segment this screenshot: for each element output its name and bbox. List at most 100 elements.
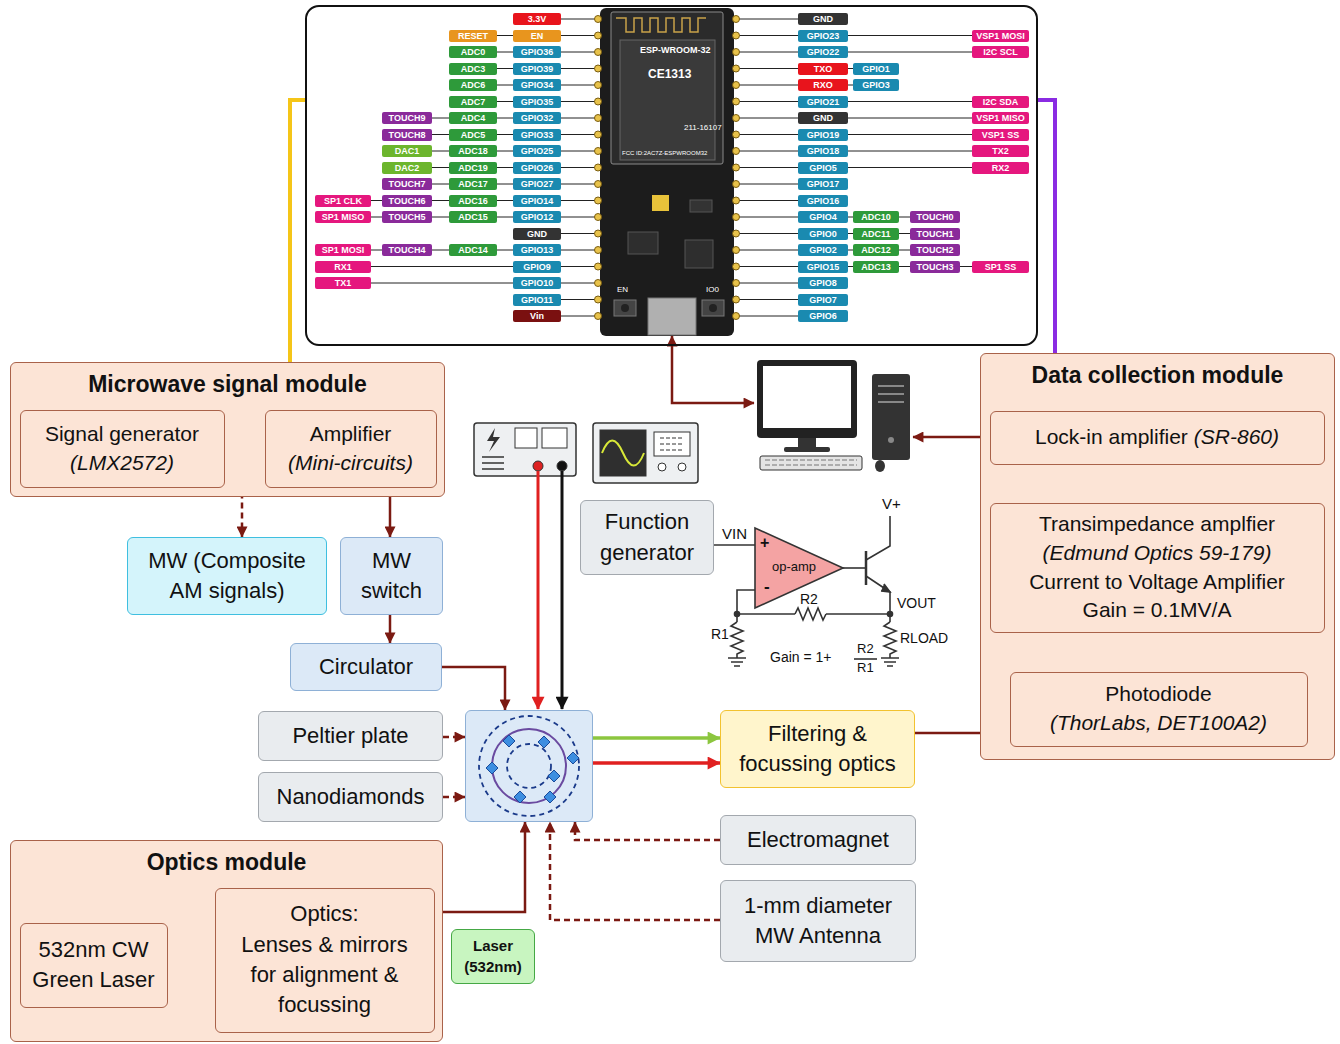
component-box: Peltier plate — [258, 711, 443, 761]
process-box: Amplifier(Mini-circuits) — [265, 410, 437, 488]
header-pin — [733, 197, 740, 204]
pin-label: GPIO36 — [513, 46, 561, 58]
computer-icon — [757, 360, 910, 472]
header-pin — [595, 115, 602, 122]
process-box: Circulator — [290, 643, 442, 691]
pin-label: GPIO34 — [513, 79, 561, 91]
computer-icon — [875, 460, 885, 472]
header-pin — [595, 164, 602, 171]
header-pin — [595, 98, 602, 105]
header-pin — [595, 230, 602, 237]
button-label: IO0 — [706, 286, 719, 295]
computer-icon — [760, 456, 862, 470]
op-amp-circuit — [881, 584, 890, 592]
pin-label: GPIO14 — [513, 195, 561, 207]
computer-icon — [765, 460, 857, 465]
header-pin — [595, 263, 602, 270]
header-pin — [595, 65, 602, 72]
pin-label: GND — [513, 228, 561, 240]
pin-label: ADC6 — [449, 79, 497, 91]
pin-label: TXO — [798, 63, 848, 75]
op-amp-circuit — [728, 658, 746, 666]
header-pin — [595, 32, 602, 39]
nanodiamond-sample — [486, 735, 579, 803]
pin-label: EN — [513, 30, 561, 42]
op-amp-circuit — [737, 613, 795, 615]
node-text: Peltier plate — [292, 721, 408, 751]
formula-text: R2 — [857, 642, 874, 656]
header-pin — [595, 148, 602, 155]
op-amp-circuit — [710, 544, 755, 546]
pin-label: GPIO35 — [513, 96, 561, 108]
pin-label: TOUCH4 — [382, 244, 432, 256]
node-text: Photodiode — [1105, 680, 1211, 709]
op-amp-circuit — [866, 516, 890, 560]
nanodiamond-sample — [492, 729, 566, 803]
component-name: op-amp — [772, 560, 816, 574]
signal-arrow — [389, 615, 392, 643]
pin-label: I2C SCL — [972, 46, 1029, 58]
pin-label: ADC19 — [449, 162, 497, 174]
header-pin — [595, 16, 602, 23]
node-text: (Edmund Optics 59-179) — [1043, 539, 1272, 568]
oscilloscope-icon — [593, 423, 698, 483]
pin-label: VSP1 MISO — [972, 112, 1029, 124]
dashed-arrow — [443, 736, 465, 739]
power-supply-icon — [474, 423, 576, 476]
pin-label: GPIO10 — [513, 277, 561, 289]
node-text: (LMX2572) — [70, 449, 174, 478]
pin-label: ADC14 — [449, 244, 497, 256]
esp32-board — [685, 240, 713, 268]
data-arrows — [672, 336, 754, 403]
pin-label: GPIO39 — [513, 63, 561, 75]
header-pin — [733, 49, 740, 56]
module-box: Data collection moduleLock-in amplifier(… — [980, 353, 1335, 760]
signal-name: VIN — [722, 526, 747, 543]
process-box: Transimpedance amplfier(Edmund Optics 59… — [990, 503, 1325, 633]
sample-box — [465, 710, 593, 822]
pin-label: GPIO26 — [513, 162, 561, 174]
pin-label: VSP1 MOSI — [972, 30, 1029, 42]
pin-label: GND — [798, 13, 848, 25]
node-text: Lenses & mirrors for alignment & focussi… — [233, 930, 417, 1021]
component-name: RLOAD — [900, 631, 948, 646]
node-text: Laser (532nm) — [459, 936, 527, 977]
header-pin — [733, 247, 740, 254]
pin-label: SP1 MISO — [315, 211, 371, 223]
header-pin — [733, 280, 740, 287]
pin-label: GPIO3 — [853, 79, 899, 91]
pin-sign: + — [760, 534, 769, 552]
signal-arrow — [443, 822, 525, 912]
computer-icon — [872, 374, 910, 460]
pin-label: TOUCH8 — [382, 129, 432, 141]
pin-label: TOUCH7 — [382, 178, 432, 190]
op-amp-circuit — [884, 622, 896, 658]
pin-label: 3.3V — [513, 13, 561, 25]
dashed-arrow — [443, 796, 465, 799]
pin-label: RX2 — [972, 162, 1029, 174]
op-amp-circuit — [735, 612, 740, 617]
signal-box: MW (Composite AM signals) — [127, 537, 327, 615]
pin-label: GPIO23 — [798, 30, 848, 42]
pin-label: ADC0 — [449, 46, 497, 58]
signal-name: V+ — [882, 496, 901, 513]
esp32-board — [702, 300, 724, 316]
esp32-board — [621, 304, 629, 312]
chip-marking: FCC ID:2AC7Z-ESPWROOM32 — [622, 150, 707, 157]
header-pin — [733, 296, 740, 303]
pin-label: SP1 MOSI — [315, 244, 371, 256]
pin-label: GPIO25 — [513, 145, 561, 157]
op-amp-circuit — [865, 551, 868, 585]
pin-label: I2C SDA — [972, 96, 1029, 108]
power-supply-icon — [542, 428, 567, 448]
header-pin — [733, 131, 740, 138]
op-amp-circuit — [795, 608, 826, 620]
pin-label: ADC3 — [449, 63, 497, 75]
process-box: Lock-in amplifier(SR-860) — [990, 411, 1325, 465]
pin-label: TOUCH2 — [910, 244, 960, 256]
node-text: 532nm CW Green Laser — [32, 935, 156, 996]
esp32-board — [616, 18, 706, 32]
